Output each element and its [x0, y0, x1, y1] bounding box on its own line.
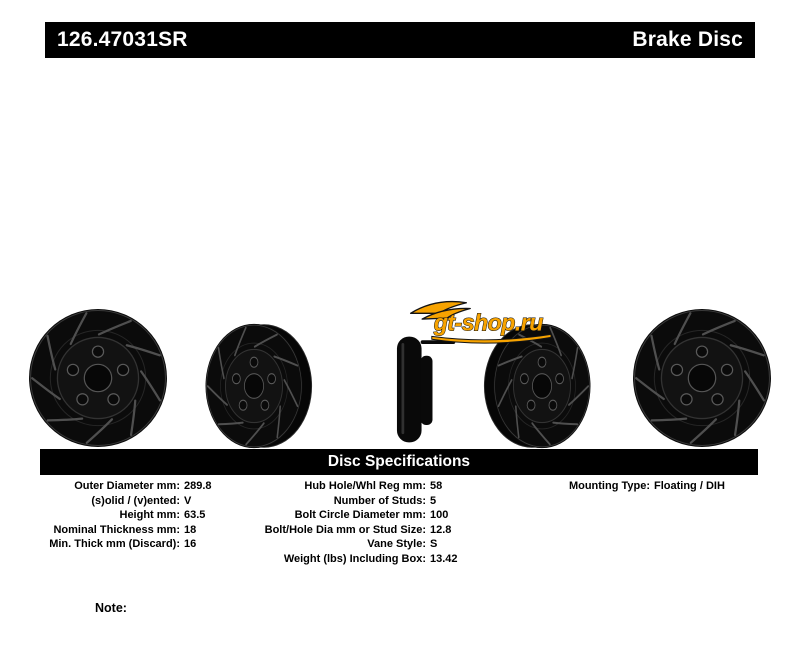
spec-row: Height mm: 63.5: [0, 508, 212, 523]
spec-column-left: Outer Diameter mm: 289.8 (s)olid / (v)en…: [0, 479, 212, 552]
spec-column-middle: Hub Hole/Whl Reg mm: 58 Number of Studs:…: [238, 479, 458, 566]
spec-row: Bolt/Hole Dia mm or Stud Size: 12.8: [238, 523, 458, 538]
spec-row: Weight (lbs) Including Box: 13.42: [238, 552, 458, 567]
spec-label: Nominal Thickness mm:: [53, 523, 180, 536]
spec-section-header: Disc Specifications: [40, 449, 758, 475]
spec-value: 18: [184, 523, 197, 536]
spec-value: V: [184, 494, 192, 507]
spec-label: (s)olid / (v)ented:: [91, 494, 180, 507]
spec-label: Hub Hole/Whl Reg mm:: [304, 480, 426, 492]
spec-row: Outer Diameter mm: 289.8: [0, 479, 212, 494]
spec-label: Bolt/Hole Dia mm or Stud Size:: [264, 523, 426, 536]
spec-row: Nominal Thickness mm: 18: [0, 523, 212, 538]
spec-label: Height mm:: [119, 509, 181, 521]
spec-row: Hub Hole/Whl Reg mm: 58: [238, 479, 458, 494]
gt-shop-watermark-logo: gt-shop.ru: [409, 300, 552, 344]
spec-value: 58: [430, 480, 443, 492]
product-title: Brake Disc: [632, 28, 743, 51]
spec-value: 12.8: [430, 523, 452, 536]
disc-angled-rear-view: [190, 322, 318, 450]
disc-front-view-right: [631, 307, 773, 449]
spec-value: 16: [184, 538, 197, 550]
disc-front-view-left: [27, 307, 169, 449]
spec-row: Mounting Type: Floating / DIH: [535, 479, 725, 494]
note-label: Note:: [95, 601, 127, 615]
spec-value: 63.5: [184, 509, 206, 521]
watermark-text: gt-shop.ru: [433, 310, 544, 336]
spec-value: 100: [430, 509, 449, 521]
spec-label: Number of Studs:: [333, 494, 426, 507]
spec-value: S: [430, 538, 438, 550]
spec-label: Bolt Circle Diameter mm:: [294, 509, 426, 521]
spec-row: Min. Thick mm (Discard): 16: [0, 537, 212, 552]
spec-value: 13.42: [430, 552, 458, 565]
spec-row: (s)olid / (v)ented: V: [0, 494, 212, 509]
spec-value: 289.8: [184, 480, 212, 492]
part-number: 126.47031SR: [57, 28, 188, 51]
spec-row: Bolt Circle Diameter mm: 100: [238, 508, 458, 523]
spec-row: Number of Studs: 5: [238, 494, 458, 509]
spec-value: 5: [430, 494, 437, 507]
disc-edge-profile-view: [396, 336, 456, 443]
spec-label: Mounting Type:: [568, 480, 650, 492]
spec-section-title: Disc Specifications: [327, 453, 471, 470]
spec-label: Outer Diameter mm:: [74, 480, 180, 492]
spec-label: Vane Style:: [367, 538, 426, 550]
spec-value: Floating / DIH: [654, 480, 725, 492]
spec-row: Vane Style: S: [238, 537, 458, 552]
spec-column-right: Mounting Type: Floating / DIH: [535, 479, 725, 494]
spec-label: Min. Thick mm (Discard):: [49, 538, 180, 550]
wing-icon: [409, 300, 471, 320]
header-bar: 126.47031SR Brake Disc: [45, 22, 755, 58]
swoosh-underline: [431, 333, 552, 344]
spec-label: Weight (lbs) Including Box:: [283, 552, 426, 565]
